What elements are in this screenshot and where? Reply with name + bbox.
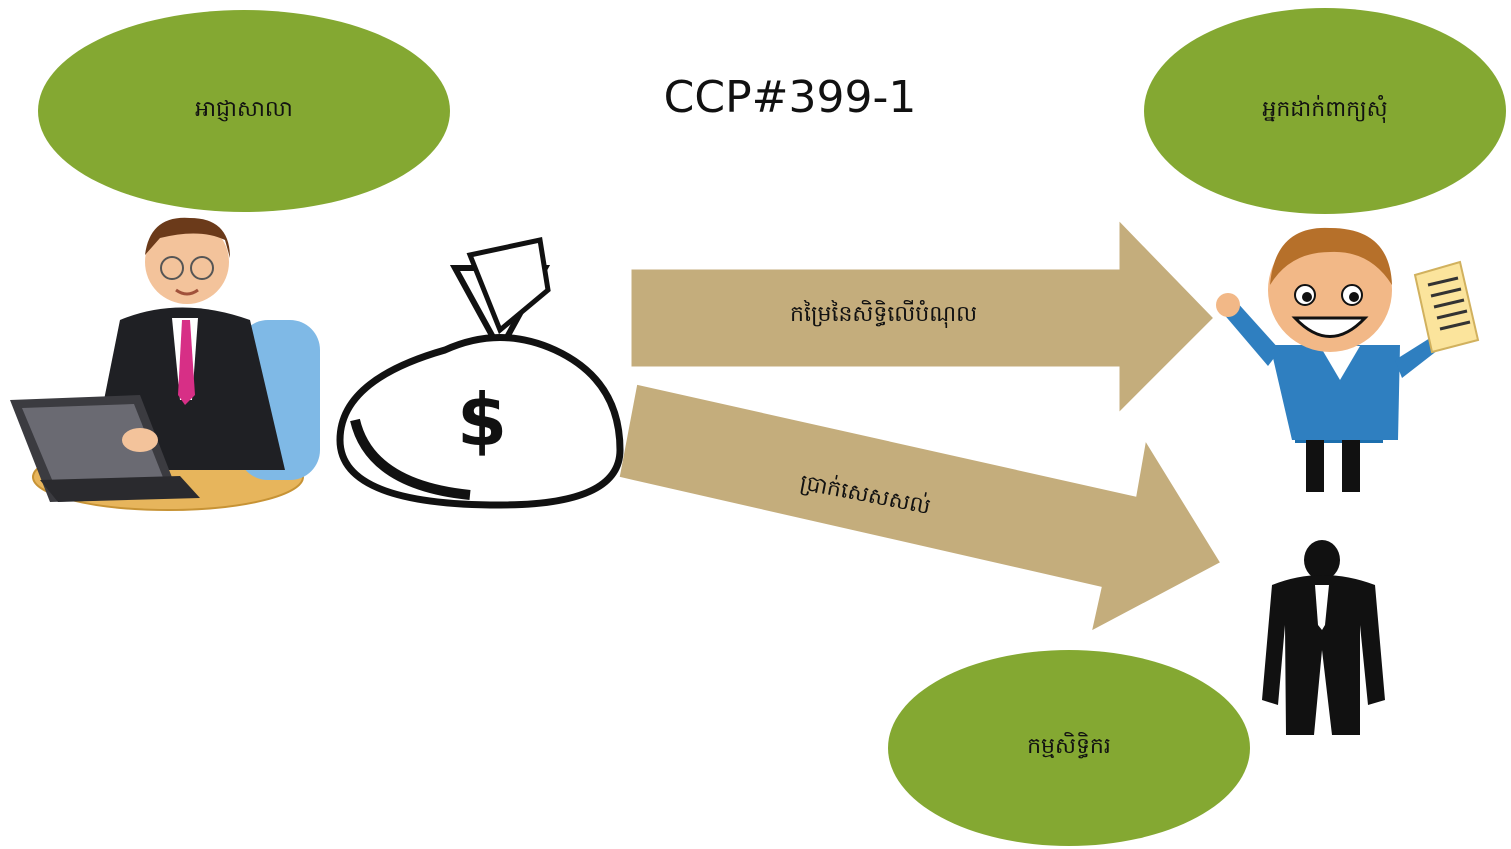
arrow-transfer <box>628 214 1218 419</box>
businessman-at-laptop-icon <box>10 217 320 511</box>
node-authority-label: អាជ្ញាសាលា <box>195 97 293 122</box>
node-authority: អាជ្ញាសាលា <box>38 10 450 212</box>
arrow-transfer-label: កម្រៃនៃសិទ្ធិលើបំណុល <box>790 302 978 327</box>
node-applicant-label: អ្នកដាក់ពាក្យសុំ <box>1262 97 1388 122</box>
svg-text:$: $ <box>457 378 507 462</box>
page-title: CCP#399-1 <box>663 72 917 123</box>
node-owner: កម្មសិទ្ធិករ <box>888 650 1250 846</box>
node-applicant: អ្នកដាក់ពាក្យសុំ <box>1144 8 1506 214</box>
node-owner-label: កម្មសិទ្ធិករ <box>1027 734 1111 759</box>
arrow-remainder <box>616 381 1225 636</box>
happy-man-with-document-icon <box>1216 227 1480 492</box>
money-bag-icon: $ <box>336 237 624 509</box>
businessman-silhouette-icon <box>1262 540 1385 735</box>
